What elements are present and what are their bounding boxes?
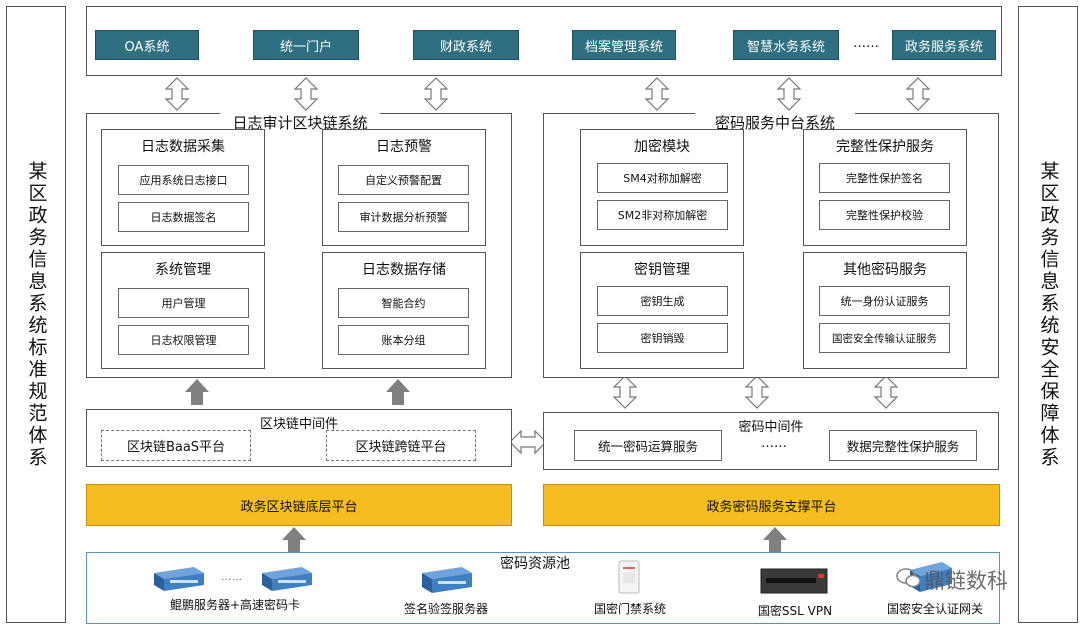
item-custom-alert-config: 自定义预警配置	[338, 165, 469, 195]
item-integrity-sign: 完整性保护签名	[819, 163, 950, 193]
item-key-generate: 密钥生成	[597, 286, 728, 316]
crypto-card-server-icon	[262, 567, 312, 591]
arrow-portal-log	[294, 77, 318, 111]
gov-crypto-support-platform: 政务密码服务支撑平台	[543, 484, 1000, 526]
crypto-middleware-title: 密码中间件	[738, 420, 804, 435]
resource-pool-title: 密码资源池	[500, 556, 570, 572]
ssl-vpn-label: 国密SSL VPN	[757, 604, 833, 618]
arrow-up-log-2	[386, 379, 410, 405]
item-integrity-verify: 完整性保护校验	[819, 200, 950, 230]
ssl-vpn-icon	[760, 568, 828, 594]
blockchain-middleware-title: 区块链中间件	[259, 417, 338, 432]
item-log-signature: 日志数据签名	[118, 202, 249, 232]
app-oa: OA系统	[95, 30, 199, 60]
sign-verify-server-icon	[422, 567, 472, 593]
module-title: 加密模块	[634, 139, 690, 155]
security-pillar: 某区政务信息系统安全保障体系	[1018, 6, 1078, 623]
app-portal-label: 统一门户	[279, 39, 332, 55]
crypto-middleware-ellipsis: ……	[761, 436, 787, 451]
arrow-oa-log	[165, 77, 189, 111]
crypto-resource-pool	[86, 552, 1000, 624]
access-control-label: 国密门禁系统	[593, 602, 666, 616]
app-gov-service: 政务服务系统	[892, 30, 996, 60]
app-oa-label: OA系统	[124, 39, 170, 55]
module-title: 日志数据采集	[141, 139, 225, 155]
module-title: 其他密码服务	[843, 262, 927, 278]
arrow-up-pool-2	[763, 527, 787, 553]
unified-crypto-operation: 统一密码运算服务	[574, 430, 722, 461]
module-title: 完整性保护服务	[836, 139, 934, 155]
gateway-label: 国密安全认证网关	[886, 602, 983, 616]
arrow-crypto-mid-2	[745, 375, 769, 409]
standards-pillar-label: 某区政务信息系统标准规范体系	[25, 160, 48, 469]
app-finance: 财政系统	[413, 30, 519, 60]
app-archive-label: 档案管理系统	[584, 39, 663, 55]
app-water: 智慧水务系统	[733, 30, 839, 60]
app-portal: 统一门户	[253, 30, 359, 60]
item-audit-analysis-alert: 审计数据分析预警	[338, 202, 469, 232]
app-archive: 档案管理系统	[572, 30, 676, 60]
data-integrity-service: 数据完整性保护服务	[829, 430, 977, 461]
server-dots: ……	[221, 572, 243, 583]
crypto-platform-title: 密码服务中台系统	[695, 112, 855, 132]
sign-verify-server-label: 签名验签服务器	[403, 602, 488, 616]
cross-chain-platform: 区块链跨链平台	[326, 430, 476, 461]
gov-blockchain-platform: 政务区块链底层平台	[86, 484, 512, 526]
arrow-up-log-1	[185, 379, 209, 405]
item-app-log-interface: 应用系统日志接口	[118, 165, 249, 195]
arrow-finance-log	[424, 77, 448, 111]
item-unified-auth: 统一身份认证服务	[819, 286, 950, 316]
module-title: 日志数据存储	[362, 262, 446, 278]
application-layer	[86, 6, 1002, 76]
item-user-management: 用户管理	[118, 288, 249, 318]
app-finance-label: 财政系统	[439, 39, 492, 55]
access-control-icon	[618, 560, 640, 594]
arrow-water-crypto	[777, 77, 801, 111]
item-key-destroy: 密钥销毁	[597, 323, 728, 353]
wechat-icon	[896, 568, 921, 588]
app-gov-service-label: 政务服务系统	[904, 39, 983, 55]
standards-pillar: 某区政务信息系统标准规范体系	[6, 6, 66, 623]
kunpeng-server-icon	[154, 567, 204, 591]
baas-platform: 区块链BaaS平台	[101, 430, 251, 461]
arrow-archive-crypto	[645, 77, 669, 111]
item-ledger-group: 账本分组	[338, 325, 469, 355]
arrow-up-pool-1	[282, 527, 306, 553]
watermark-text: 鼎链数科	[924, 569, 1008, 593]
module-title: 系统管理	[155, 262, 211, 278]
item-secure-transport-auth: 国密安全传输认证服务	[819, 323, 950, 353]
item-sm4: SM4对称加解密	[597, 163, 728, 193]
security-pillar-label: 某区政务信息系统安全保障体系	[1037, 160, 1060, 469]
module-title: 日志预警	[376, 139, 432, 155]
log-audit-title: 日志审计区块链系统	[220, 112, 380, 132]
apps-ellipsis: ……	[853, 36, 879, 51]
arrow-crypto-mid-3	[874, 375, 898, 409]
item-smart-contract: 智能合约	[338, 288, 469, 318]
item-sm2: SM2非对称加解密	[597, 200, 728, 230]
arrow-middleware-link	[509, 429, 547, 455]
arrow-crypto-mid-1	[613, 375, 637, 409]
module-title: 密钥管理	[634, 262, 690, 278]
arrow-gov-crypto	[906, 77, 930, 111]
kunpeng-server-label: 鲲鹏服务器+高速密码卡	[169, 598, 301, 612]
app-water-label: 智慧水务系统	[746, 39, 825, 55]
item-log-permission: 日志权限管理	[118, 325, 249, 355]
